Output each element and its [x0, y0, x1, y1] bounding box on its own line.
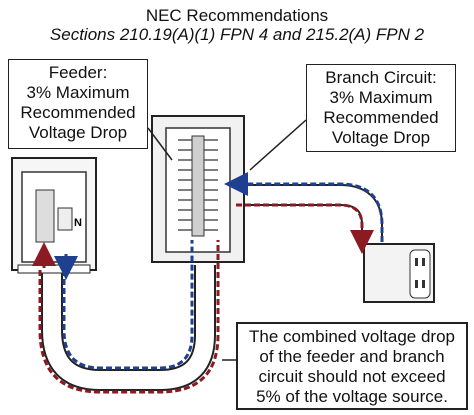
feeder-line-3: Recommended — [20, 103, 136, 122]
branch-line-3: Recommended — [323, 108, 439, 127]
branch-supply-path — [236, 203, 374, 254]
diagram-title: NEC Recommendations — [145, 6, 329, 25]
branch-line-1: Branch Circuit: — [325, 68, 437, 87]
service-panel: N — [11, 157, 97, 274]
note-line-2: of the feeder and branch — [259, 347, 445, 366]
branch-leader — [249, 119, 307, 171]
branch-line-4: Voltage Drop — [331, 128, 431, 147]
feeder-leader — [147, 127, 173, 161]
note-line-1: The combined voltage drop — [248, 327, 456, 346]
feeder-return-path — [62, 240, 194, 370]
diagram-subtitle: Sections 210.19(A)(1) FPN 4 and 215.2(A)… — [49, 25, 425, 44]
load-center — [151, 115, 245, 263]
branch-callout: Branch Circuit: 3% Maximum Recommended V… — [306, 64, 456, 152]
neutral-label: N — [74, 217, 82, 229]
feeder-line-1: Feeder: — [48, 63, 108, 82]
branch-line-2: 3% Maximum — [329, 88, 433, 107]
note-callout: The combined voltage drop of the feeder … — [236, 322, 468, 410]
feeder-line-4: Voltage Drop — [28, 123, 128, 142]
note-line-3: circuit should not exceed — [258, 367, 446, 386]
feeder-callout: Feeder: 3% Maximum Recommended Voltage D… — [8, 59, 148, 149]
receptacle — [363, 243, 435, 303]
note-line-4: 5% of the voltage source. — [256, 387, 448, 406]
branch-return-path — [224, 172, 384, 242]
feeder-line-2: 3% Maximum — [26, 83, 130, 102]
